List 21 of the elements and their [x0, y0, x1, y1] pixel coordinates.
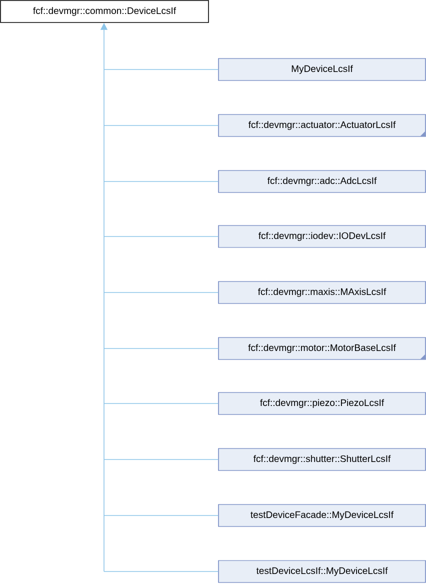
class-box: testDeviceFacade::MyDeviceLcsIf	[218, 504, 426, 527]
connector-line	[104, 181, 219, 182]
class-box: fcf::devmgr::shutter::ShutterLcsIf	[218, 448, 426, 471]
connector-line	[104, 236, 219, 237]
class-box: fcf::devmgr::common::DeviceLcsIf	[0, 0, 209, 23]
connector-line	[104, 125, 219, 126]
connector-line	[104, 571, 219, 572]
class-box: fcf::devmgr::piezo::PiezoLcsIf	[218, 392, 426, 415]
connector-line	[104, 403, 219, 404]
connector-line	[104, 515, 219, 516]
connector-line	[104, 459, 219, 460]
class-box: fcf::devmgr::maxis::MAxisLcsIf	[218, 281, 426, 304]
connector-line	[104, 292, 219, 293]
class-box: MyDeviceLcsIf	[218, 58, 426, 81]
class-box: fcf::devmgr::iodev::IODevLcsIf	[218, 225, 426, 248]
class-box: testDeviceLcsIf::MyDeviceLcsIf	[218, 560, 426, 583]
class-box: fcf::devmgr::motor::MotorBaseLcsIf	[218, 337, 426, 360]
connector-line	[104, 69, 219, 70]
connector-line	[104, 348, 219, 349]
class-box: fcf::devmgr::adc::AdcLcsIf	[218, 170, 426, 193]
class-box: fcf::devmgr::actuator::ActuatorLcsIf	[218, 114, 426, 137]
